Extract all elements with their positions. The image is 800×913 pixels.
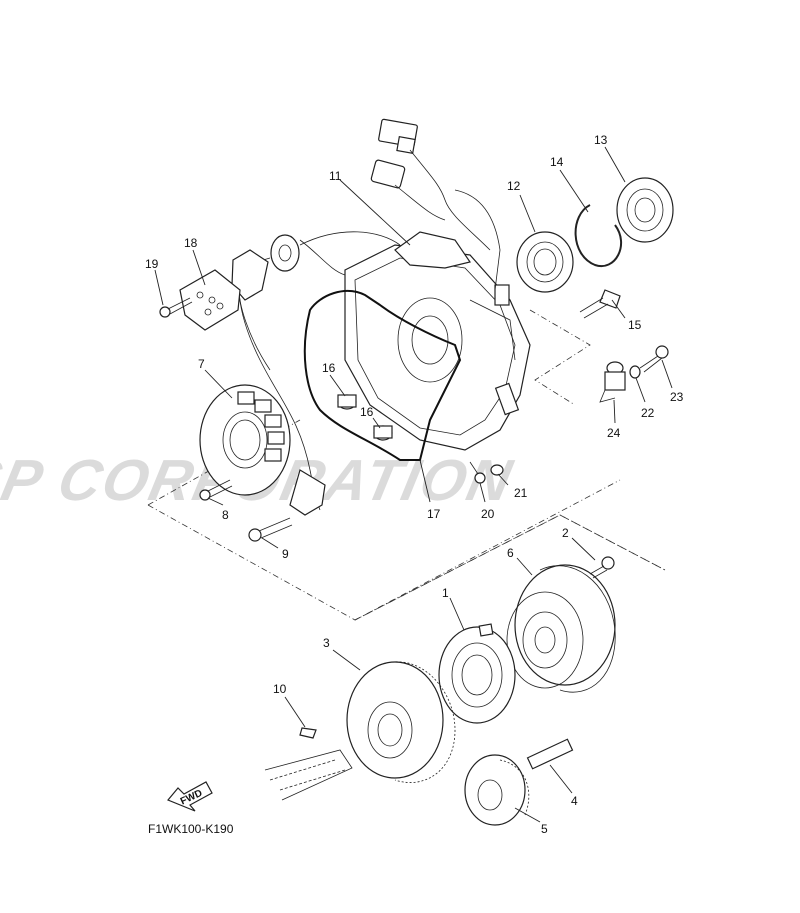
- rotor-6[interactable]: [506, 564, 616, 693]
- label-part-12[interactable]: 12: [507, 179, 521, 193]
- oil-seal-12[interactable]: [516, 231, 574, 293]
- label-part-13[interactable]: 13: [594, 133, 608, 147]
- generator-cover[interactable]: [344, 231, 531, 451]
- label-part-5[interactable]: 5: [541, 822, 548, 836]
- bolt-2[interactable]: [589, 556, 615, 579]
- stator-7[interactable]: [199, 384, 291, 496]
- shaft-4[interactable]: [526, 738, 574, 770]
- washer-22[interactable]: [629, 365, 641, 379]
- starter-clutch-1[interactable]: [438, 623, 516, 724]
- woodruff-key-10[interactable]: [299, 727, 317, 739]
- stator-cable: [231, 234, 326, 516]
- leader-lines: [154, 146, 673, 823]
- assembly-outline-lower: [354, 514, 666, 621]
- bearing-13[interactable]: [616, 177, 674, 243]
- label-part-15[interactable]: 15: [628, 318, 642, 332]
- label-part-16b[interactable]: 16: [360, 405, 374, 419]
- label-part-1[interactable]: 1: [442, 586, 449, 600]
- label-part-17[interactable]: 17: [427, 507, 441, 521]
- bolt-23[interactable]: [639, 345, 669, 373]
- washer-21[interactable]: [490, 464, 504, 476]
- label-part-10[interactable]: 10: [273, 682, 287, 696]
- label-part-19[interactable]: 19: [145, 257, 159, 271]
- label-part-23[interactable]: 23: [670, 390, 684, 404]
- label-part-7[interactable]: 7: [198, 357, 205, 371]
- diagram-code: F1WK100-K190: [148, 822, 234, 836]
- bolt-15[interactable]: [579, 289, 621, 319]
- label-part-21[interactable]: 21: [514, 486, 528, 500]
- circlip-14[interactable]: [574, 204, 622, 268]
- label-part-8[interactable]: 8: [222, 508, 229, 522]
- label-part-18[interactable]: 18: [184, 236, 198, 250]
- fwd-arrow-icon: FWD: [167, 781, 213, 812]
- label-part-22[interactable]: 22: [641, 406, 655, 420]
- bolt-8[interactable]: [199, 479, 233, 501]
- label-part-9[interactable]: 9: [282, 547, 289, 561]
- label-part-2[interactable]: 2: [562, 526, 569, 540]
- sensor-24[interactable]: [599, 361, 626, 403]
- gasket-17[interactable]: [303, 290, 462, 461]
- label-part-24[interactable]: 24: [607, 426, 621, 440]
- idle-gear-5[interactable]: [464, 754, 530, 826]
- wire-harness: [299, 118, 501, 291]
- label-part-3[interactable]: 3: [323, 636, 330, 650]
- wire-bracket-18[interactable]: [179, 269, 241, 331]
- dowel-pins-16[interactable]: [337, 394, 393, 441]
- label-part-20[interactable]: 20: [481, 507, 495, 521]
- part-labels: 1 2 3 4 5 6 7 8 9 10 11 12 13 14 15 16 1…: [145, 133, 684, 836]
- starter-gear-3[interactable]: [346, 661, 456, 783]
- label-part-4[interactable]: 4: [571, 794, 578, 808]
- bolt-9[interactable]: [248, 517, 293, 542]
- label-part-6[interactable]: 6: [507, 546, 514, 560]
- label-part-14[interactable]: 14: [550, 155, 564, 169]
- label-part-11[interactable]: 11: [329, 169, 342, 183]
- label-part-16a[interactable]: 16: [322, 361, 336, 375]
- bolt-19[interactable]: [159, 297, 193, 318]
- crankshaft-end: [264, 749, 353, 801]
